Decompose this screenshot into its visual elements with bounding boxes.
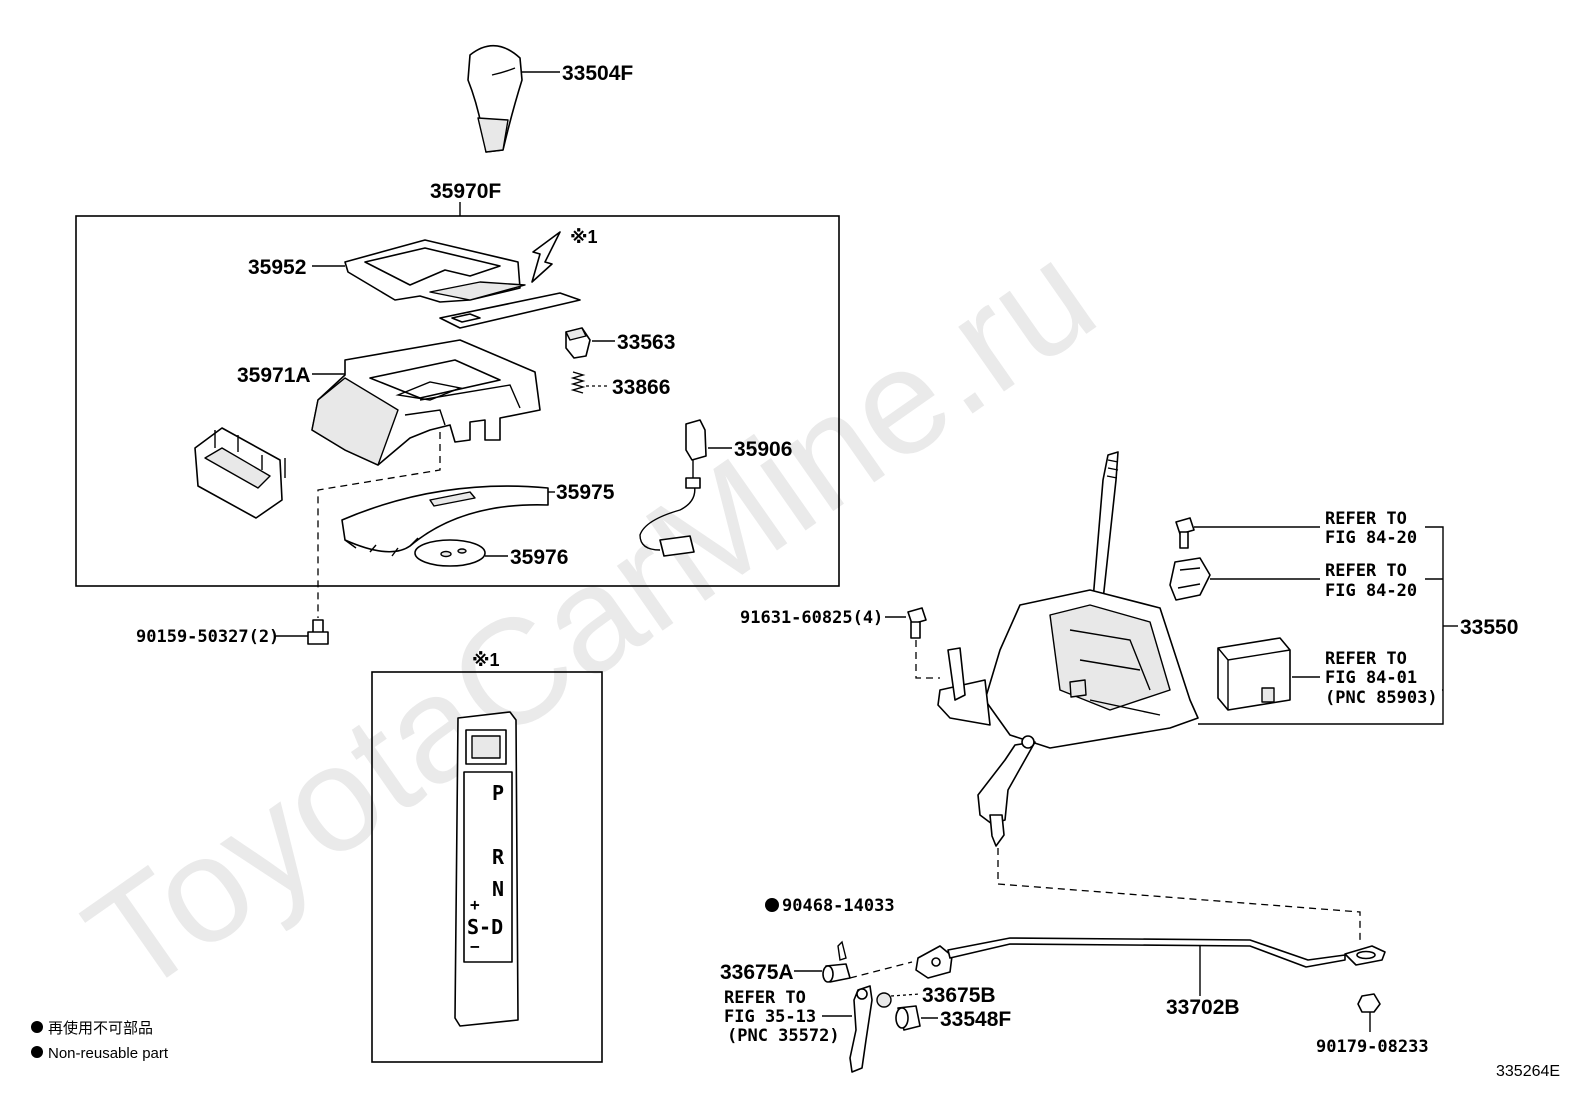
watermark: ToyotaCarMine.ru — [57, 210, 1123, 1027]
indicator-panel-frame — [371, 671, 603, 1063]
label-35975: 35975 — [556, 481, 615, 504]
label-33563: 33563 — [617, 331, 675, 354]
bolt-91631[interactable] — [907, 607, 927, 639]
label-33675a: 33675A — [720, 961, 794, 984]
label-35952: 35952 — [248, 256, 306, 279]
shift-knob[interactable] — [467, 44, 523, 153]
label-91631-60825: 91631-60825(4) — [740, 608, 883, 628]
label-90468-14033: 90468-14033 — [782, 896, 895, 916]
indicator-plate — [454, 711, 519, 1027]
gear-n: N — [492, 877, 504, 901]
housing-35971a[interactable] — [311, 339, 541, 466]
ref2-line2: FIG 84-20 — [1325, 581, 1417, 601]
note-mark-panel: ※1 — [472, 650, 500, 670]
label-35976: 35976 — [510, 546, 568, 569]
transmission-lever-arm[interactable] — [849, 985, 873, 1073]
shift-lever-assembly[interactable] — [937, 451, 1199, 847]
legend-bullet-en-icon — [31, 1046, 43, 1058]
non-reusable-mark-icon — [765, 898, 779, 912]
label-33504f: 33504F — [562, 62, 633, 85]
label-90179-08233: 90179-08233 — [1316, 1037, 1429, 1057]
assembly-box-frame — [75, 215, 840, 587]
label-33550: 33550 — [1460, 616, 1518, 639]
spring-33866[interactable] — [570, 371, 586, 394]
label-33548f: 33548F — [940, 1008, 1011, 1031]
label-35906: 35906 — [734, 438, 792, 461]
ref1-line1: REFER TO — [1325, 509, 1407, 529]
ref4-line1: REFER TO — [724, 988, 806, 1008]
label-35971a: 35971A — [237, 364, 311, 387]
legend-jp: 再使用不可部品 — [48, 1019, 153, 1037]
grommet-33548f[interactable] — [895, 1005, 921, 1031]
nut-90179[interactable] — [1357, 993, 1381, 1013]
label-90159-50327: 90159-50327(2) — [136, 627, 279, 647]
gear-p: P — [492, 781, 504, 805]
indicator-strip[interactable] — [439, 292, 581, 329]
label-33675b: 33675B — [922, 984, 996, 1007]
gear-s-d: S-D — [467, 915, 503, 939]
legend-en: Non-reusable part — [48, 1045, 169, 1062]
ref3-line1: REFER TO — [1325, 649, 1407, 669]
retainer-clip[interactable] — [194, 427, 286, 519]
bushing-33675b[interactable] — [876, 992, 892, 1008]
legend-bullet-jp-icon — [31, 1021, 43, 1033]
control-rod-33702b[interactable] — [915, 937, 1386, 979]
slide-cover-35975[interactable] — [341, 485, 549, 557]
ref1-line2: FIG 84-20 — [1325, 528, 1417, 548]
ecu-ref-84-01[interactable] — [1217, 637, 1291, 711]
sensor-35906[interactable] — [639, 419, 707, 557]
pin-33675a[interactable] — [822, 963, 851, 983]
gear-minus: − — [470, 937, 480, 956]
label-33702b: 33702B — [1166, 996, 1240, 1019]
bezel-plate[interactable] — [344, 239, 526, 303]
bolt-90159[interactable] — [307, 619, 329, 645]
diagram-id: 335264E — [1496, 1063, 1560, 1080]
ref2-line1: REFER TO — [1325, 561, 1407, 581]
bolt-ref-84-20[interactable] — [1175, 517, 1195, 549]
gear-plus: + — [470, 895, 480, 914]
ref3-line3: (PNC 85903) — [1325, 688, 1438, 708]
ref3-line2: FIG 84-01 — [1325, 668, 1417, 688]
note-mark-top: ※1 — [570, 227, 598, 247]
bracket-ref-84-20[interactable] — [1169, 557, 1211, 601]
clip-pin[interactable] — [837, 940, 847, 961]
gear-r: R — [492, 845, 505, 869]
label-35970f: 35970F — [430, 180, 501, 203]
arrow-icon — [531, 231, 561, 283]
label-33866: 33866 — [612, 376, 670, 399]
ref4-line3: (PNC 35572) — [727, 1026, 840, 1046]
part-33563[interactable] — [565, 327, 591, 359]
disc-35976[interactable] — [414, 539, 486, 567]
ref4-line2: FIG 35-13 — [724, 1007, 816, 1027]
